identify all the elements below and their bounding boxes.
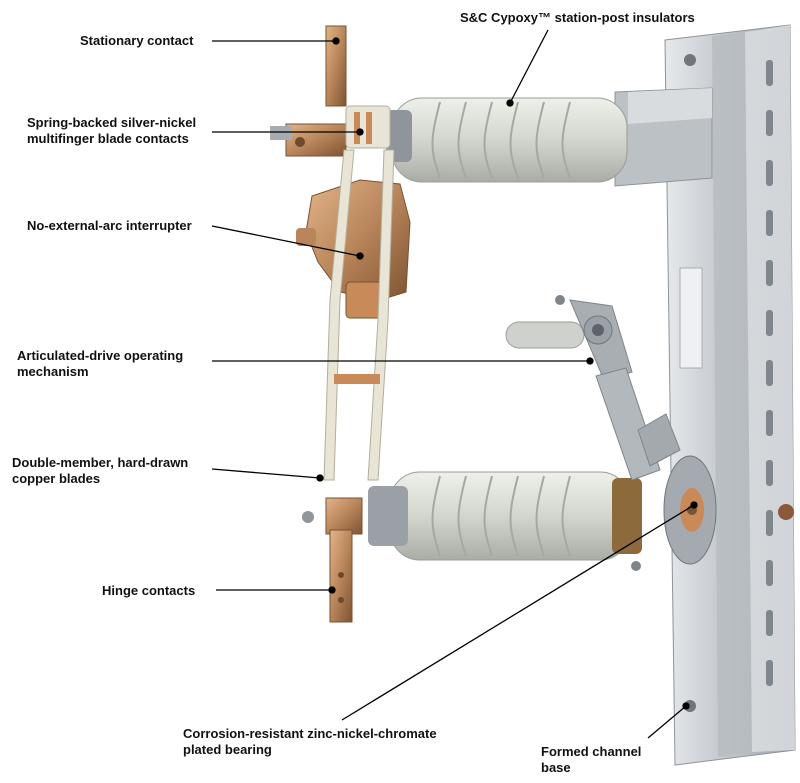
hinge-contacts [302,497,363,623]
operating-mechanism [505,295,681,481]
lower-insulator [368,471,642,561]
label-copper-blades: Double-member, hard-drawn copper blades [12,455,189,486]
label-channel-base: Formed channel base [541,744,642,775]
bearing [631,455,717,571]
label-insulators: S&C Cypoxy™ station-post insulators [460,10,695,25]
copper-blades [323,149,395,481]
label-hinge-contacts: Hinge contacts [102,583,196,598]
label-interrupter: No-external-arc interrupter [27,218,192,233]
label-blade-contacts: Spring-backed silver-nickel multifinger … [27,115,197,146]
interrupter [296,179,411,319]
upper-bracket [614,87,713,187]
channel-base [664,24,796,766]
stationary-contact [270,25,347,157]
label-drive-mechanism: Articulated-drive operating mechanism [17,348,184,379]
label-bearing: Corrosion-resistant zinc-nickel-chromate… [183,726,437,757]
label-stationary-contact: Stationary contact [80,33,194,48]
leader-lines [211,29,698,739]
upper-insulator [386,97,628,183]
blade-contacts [345,105,391,149]
